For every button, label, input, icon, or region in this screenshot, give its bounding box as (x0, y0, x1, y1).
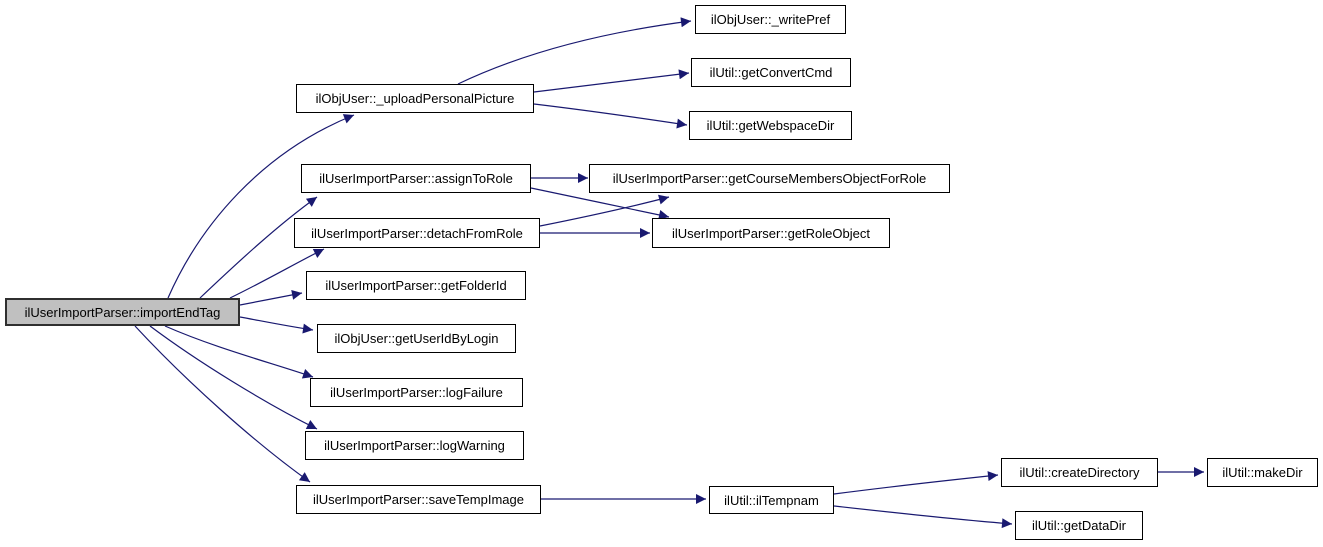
node-getFolderId[interactable]: ilUserImportParser::getFolderId (306, 271, 526, 300)
node-detachFromRole[interactable]: ilUserImportParser::detachFromRole (294, 218, 540, 248)
node-logFailure[interactable]: ilUserImportParser::logFailure (310, 378, 523, 407)
edge-detachFromRole-getCourseMembersObjectForRole (539, 194, 670, 227)
edge-uploadPersonalPicture-getConvertCmd (533, 69, 690, 93)
edge-importEndTag-detachFromRole (229, 248, 325, 299)
edge-importEndTag-uploadPersonalPicture (167, 114, 355, 299)
node-getRoleObject[interactable]: ilUserImportParser::getRoleObject (652, 218, 890, 248)
edge-importEndTag-logFailure (164, 325, 314, 379)
node-getDataDir[interactable]: ilUtil::getDataDir (1015, 511, 1143, 540)
edge-ilTempnam-getDataDir (833, 505, 1013, 529)
edge-importEndTag-getUserIdByLogin (239, 316, 314, 334)
node-getWebspaceDir[interactable]: ilUtil::getWebspaceDir (689, 111, 852, 140)
edge-uploadPersonalPicture-getWebspaceDir (533, 103, 688, 129)
node-logWarning[interactable]: ilUserImportParser::logWarning (305, 431, 524, 460)
node-makeDir[interactable]: ilUtil::makeDir (1207, 458, 1318, 487)
edge-importEndTag-saveTempImage (134, 325, 311, 483)
edge-importEndTag-assignToRole (199, 196, 318, 299)
node-getUserIdByLogin[interactable]: ilObjUser::getUserIdByLogin (317, 324, 516, 353)
node-ilTempnam[interactable]: ilUtil::ilTempnam (709, 486, 834, 514)
node-saveTempImage[interactable]: ilUserImportParser::saveTempImage (296, 485, 541, 514)
node-uploadPersonalPicture[interactable]: ilObjUser::_uploadPersonalPicture (296, 84, 534, 113)
edge-assignToRole-getRoleObject (530, 187, 670, 220)
node-getCourseMembersObjectForRole[interactable]: ilUserImportParser::getCourseMembersObje… (589, 164, 950, 193)
edge-importEndTag-getFolderId (239, 289, 303, 306)
node-createDirectory[interactable]: ilUtil::createDirectory (1001, 458, 1158, 487)
edge-ilTempnam-createDirectory (833, 471, 999, 495)
edge-uploadPersonalPicture-writePref (457, 17, 692, 85)
node-assignToRole[interactable]: ilUserImportParser::assignToRole (301, 164, 531, 193)
node-writePref[interactable]: ilObjUser::_writePref (695, 5, 846, 34)
node-getConvertCmd[interactable]: ilUtil::getConvertCmd (691, 58, 851, 87)
edge-importEndTag-logWarning (149, 325, 318, 430)
node-importEndTag: ilUserImportParser::importEndTag (5, 298, 240, 326)
